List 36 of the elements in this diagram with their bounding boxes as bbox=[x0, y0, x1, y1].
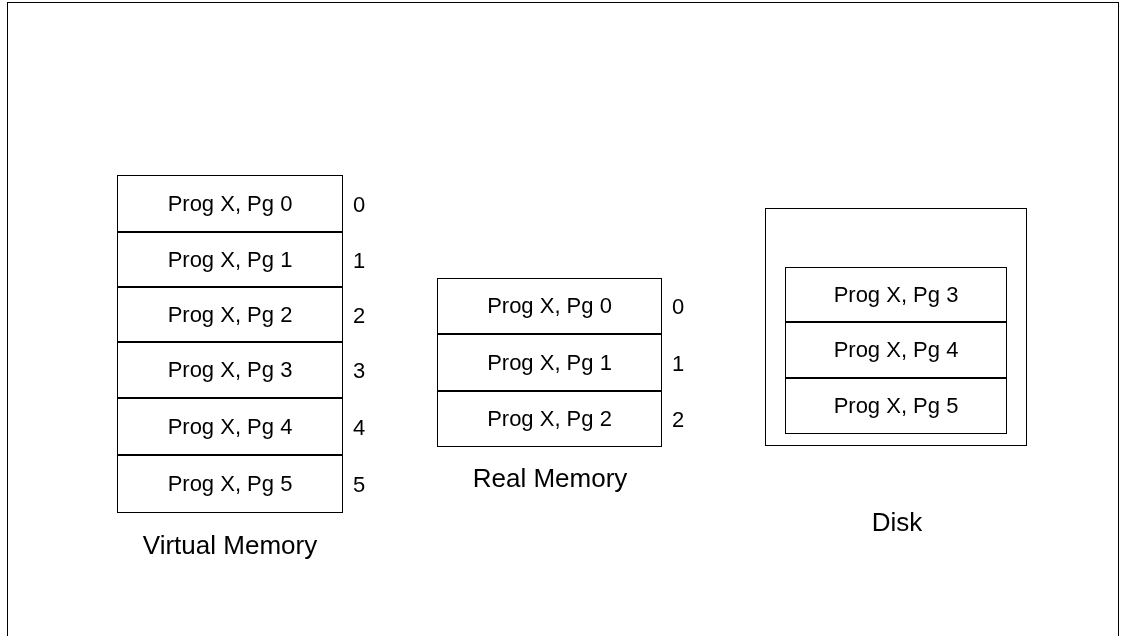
page-box bbox=[117, 455, 343, 513]
page-label: Prog X, Pg 5 bbox=[166, 471, 294, 497]
page-label: Prog X, Pg 3 bbox=[832, 281, 960, 308]
page-label: Prog X, Pg 4 bbox=[832, 337, 960, 363]
page-label: Prog X, Pg 5 bbox=[832, 393, 960, 419]
page-box bbox=[117, 287, 343, 342]
page-box bbox=[437, 391, 662, 447]
page-number: 2 bbox=[353, 302, 366, 329]
page-box bbox=[117, 232, 343, 287]
column-caption: Virtual Memory bbox=[141, 530, 319, 560]
page-number: 5 bbox=[353, 472, 366, 498]
page-number: 4 bbox=[353, 414, 366, 441]
page-label: Prog X, Pg 2 bbox=[166, 301, 294, 328]
page-box bbox=[117, 175, 343, 232]
page-label: Prog X, Pg 3 bbox=[166, 357, 294, 383]
page-number: 0 bbox=[353, 191, 366, 218]
page-label: Prog X, Pg 2 bbox=[486, 406, 613, 432]
page-label: Prog X, Pg 4 bbox=[166, 413, 294, 440]
page-number: 1 bbox=[672, 350, 685, 377]
page-number: 2 bbox=[672, 407, 685, 433]
page-label: Prog X, Pg 0 bbox=[166, 190, 294, 217]
page-label: Prog X, Pg 1 bbox=[486, 349, 613, 376]
page-box bbox=[785, 322, 1007, 378]
page-number: 3 bbox=[353, 358, 366, 384]
column-caption: Real Memory bbox=[471, 463, 629, 493]
page-box bbox=[785, 378, 1007, 434]
box-caption: Disk bbox=[870, 507, 924, 537]
page-label: Prog X, Pg 1 bbox=[166, 246, 294, 273]
page-box bbox=[437, 278, 662, 334]
page-number: 0 bbox=[672, 294, 685, 320]
page-number: 1 bbox=[353, 247, 366, 274]
page-label: Prog X, Pg 0 bbox=[486, 293, 613, 319]
page-box bbox=[117, 398, 343, 455]
page-box bbox=[785, 267, 1007, 322]
page-box bbox=[437, 334, 662, 391]
page-box bbox=[117, 342, 343, 398]
